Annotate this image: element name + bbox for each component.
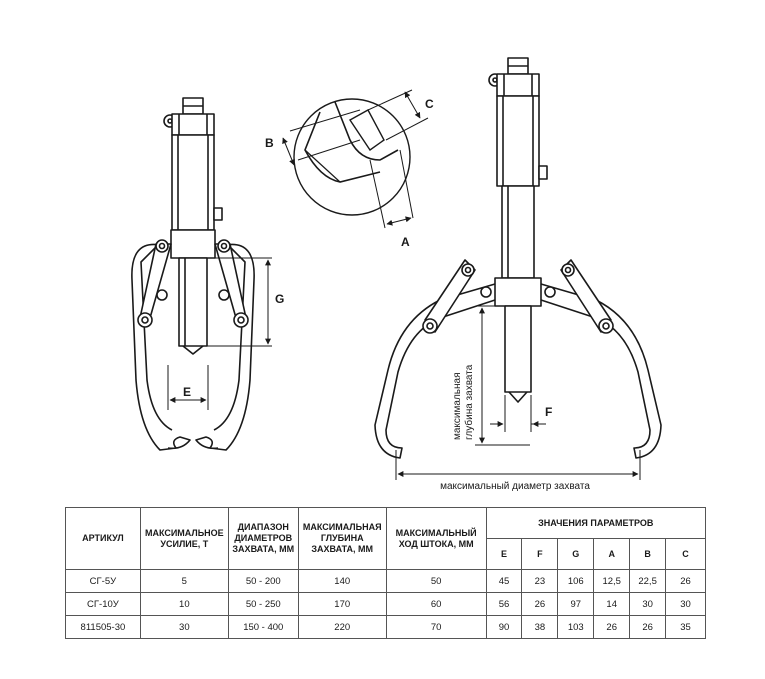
header-stroke: МАКСИМАЛЬНЫЙ ХОД ШТОКА, ММ [385, 507, 487, 570]
cell-param-f: 38 [521, 615, 559, 639]
header-param-g: G [557, 538, 595, 570]
cell-range: 50 - 200 [227, 569, 299, 593]
cell-param-c: 35 [665, 615, 706, 639]
cell-param-g: 106 [557, 569, 595, 593]
header-param-a: A [593, 538, 631, 570]
cell-param-g: 103 [557, 615, 595, 639]
label-b: B [265, 136, 274, 150]
cell-depth: 170 [297, 592, 387, 616]
cell-param-c: 26 [665, 569, 706, 593]
cell-param-e: 90 [485, 615, 523, 639]
dimension-max-depth [475, 305, 530, 446]
cell-param-e: 45 [485, 569, 523, 593]
cell-param-b: 26 [629, 615, 667, 639]
cell-force: 30 [139, 615, 229, 639]
cell-param-e: 56 [485, 592, 523, 616]
cell-depth: 220 [297, 615, 387, 639]
dimension-e [167, 365, 209, 410]
cell-depth: 140 [297, 569, 387, 593]
cell-force: 5 [139, 569, 229, 593]
label-max-diameter: максимальный диаметр захвата [440, 481, 590, 492]
header-grip-range: ДИАПАЗОН ДИАМЕТРОВ ЗАХВАТА, ММ [227, 507, 299, 570]
jaw-detail-view [293, 98, 411, 216]
cell-range: 50 - 250 [227, 592, 299, 616]
table-row: 811505-30 30 150 - 400 220 70 90 38 103 … [65, 615, 706, 639]
label-max-depth-line1: максимальная [452, 373, 463, 441]
cell-stroke: 60 [385, 592, 487, 616]
cell-param-f: 26 [521, 592, 559, 616]
label-e: E [183, 385, 191, 399]
table-header-row: АРТИКУЛ МАКСИМАЛЬНОЕ УСИЛИЕ, Т ДИАПАЗОН … [65, 507, 707, 570]
dimension-f [490, 395, 546, 432]
detail-dimensions [282, 89, 429, 229]
cell-stroke: 50 [385, 569, 487, 593]
cell-article: СГ-5У [65, 569, 141, 593]
table-param-header-row: E F G A B C [66, 538, 706, 570]
cell-article: СГ-10У [65, 592, 141, 616]
label-a: A [401, 235, 410, 249]
cell-param-b: 30 [629, 592, 667, 616]
header-param-e: E [485, 538, 523, 570]
right-puller [374, 57, 662, 459]
left-puller [131, 97, 255, 451]
cell-param-a: 14 [593, 592, 631, 616]
dimension-g [207, 257, 272, 347]
cell-stroke: 70 [385, 615, 487, 639]
specifications-table: АРТИКУЛ МАКСИМАЛЬНОЕ УСИЛИЕ, Т ДИАПАЗОН … [65, 507, 707, 639]
header-article: АРТИКУЛ [65, 507, 141, 570]
label-max-depth-line2: глубина захвата [463, 364, 475, 440]
cell-param-c: 30 [665, 592, 706, 616]
cell-force: 10 [139, 592, 229, 616]
header-grip-depth: МАКСИМАЛЬНАЯ ГЛУБИНА ЗАХВАТА, ММ [297, 507, 387, 570]
dimension-max-diameter [395, 450, 641, 480]
cell-param-f: 23 [521, 569, 559, 593]
cell-param-a: 26 [593, 615, 631, 639]
cell-article: 811505-30 [65, 615, 141, 639]
table-row: СГ-5У 5 50 - 200 140 50 45 23 106 12,5 2… [65, 569, 706, 593]
header-params: ЗНАЧЕНИЯ ПАРАМЕТРОВ [485, 507, 707, 539]
header-param-c: C [665, 538, 706, 570]
header-max-force: МАКСИМАЛЬНОЕ УСИЛИЕ, Т [139, 507, 229, 570]
header-param-f: F [521, 538, 559, 570]
cell-range: 150 - 400 [227, 615, 299, 639]
header-param-b: B [629, 538, 667, 570]
cell-param-b: 22,5 [629, 569, 667, 593]
puller-technical-drawing: G E B C A [131, 57, 662, 492]
cell-param-a: 12,5 [593, 569, 631, 593]
label-g: G [275, 292, 284, 306]
cell-param-g: 97 [557, 592, 595, 616]
label-max-depth: максимальная глубина захвата [452, 364, 475, 440]
table-row: СГ-10У 10 50 - 250 170 60 56 26 97 14 30… [65, 592, 706, 616]
label-c: C [425, 97, 434, 111]
label-f: F [545, 405, 552, 419]
